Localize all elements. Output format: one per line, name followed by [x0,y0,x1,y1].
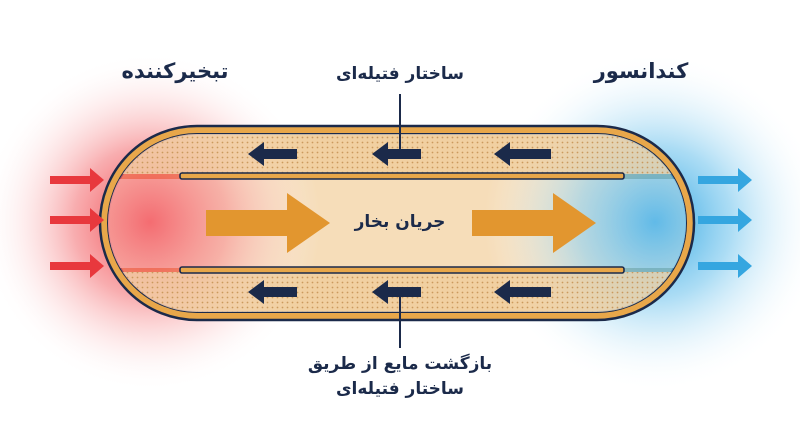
condenser-label: کندانسور [593,59,689,83]
arrow-right-icon [698,168,752,192]
arrow-left-icon [372,142,421,166]
liquid-return-label: بازگشت مایع از طریق ساختار فتیله‌ای [260,352,540,401]
liquid-arrows-top [248,142,551,166]
vapor-flow-label: جریان بخار [354,212,446,232]
arrow-right-icon [50,208,104,232]
vapor-arrows [206,193,596,253]
liquid-return-line-2: ساختار فتیله‌ای [335,378,465,399]
arrow-left-icon [494,142,551,166]
arrow-right-icon [50,254,104,278]
arrow-right-icon [698,254,752,278]
evaporator-label: تبخیرکننده [121,59,229,83]
arrow-right-icon [50,168,104,192]
heat-out-arrows [698,168,752,278]
wick-separator-top [179,172,625,180]
arrow-left-icon [248,280,297,304]
liquid-return-line-1: بازگشت مایع از طریق [307,354,493,374]
arrow-left-icon [248,142,297,166]
arrow-right-icon [698,208,752,232]
arrow-left-icon [372,280,421,304]
heat-in-arrows [50,168,104,278]
arrow-left-icon [494,280,551,304]
liquid-arrows-bottom [248,280,551,304]
wick-structure-label: ساختار فتیله‌ای [335,64,465,84]
arrow-right-icon [206,193,330,253]
wick-separator-bottom [179,266,625,274]
arrow-right-icon [472,193,596,253]
